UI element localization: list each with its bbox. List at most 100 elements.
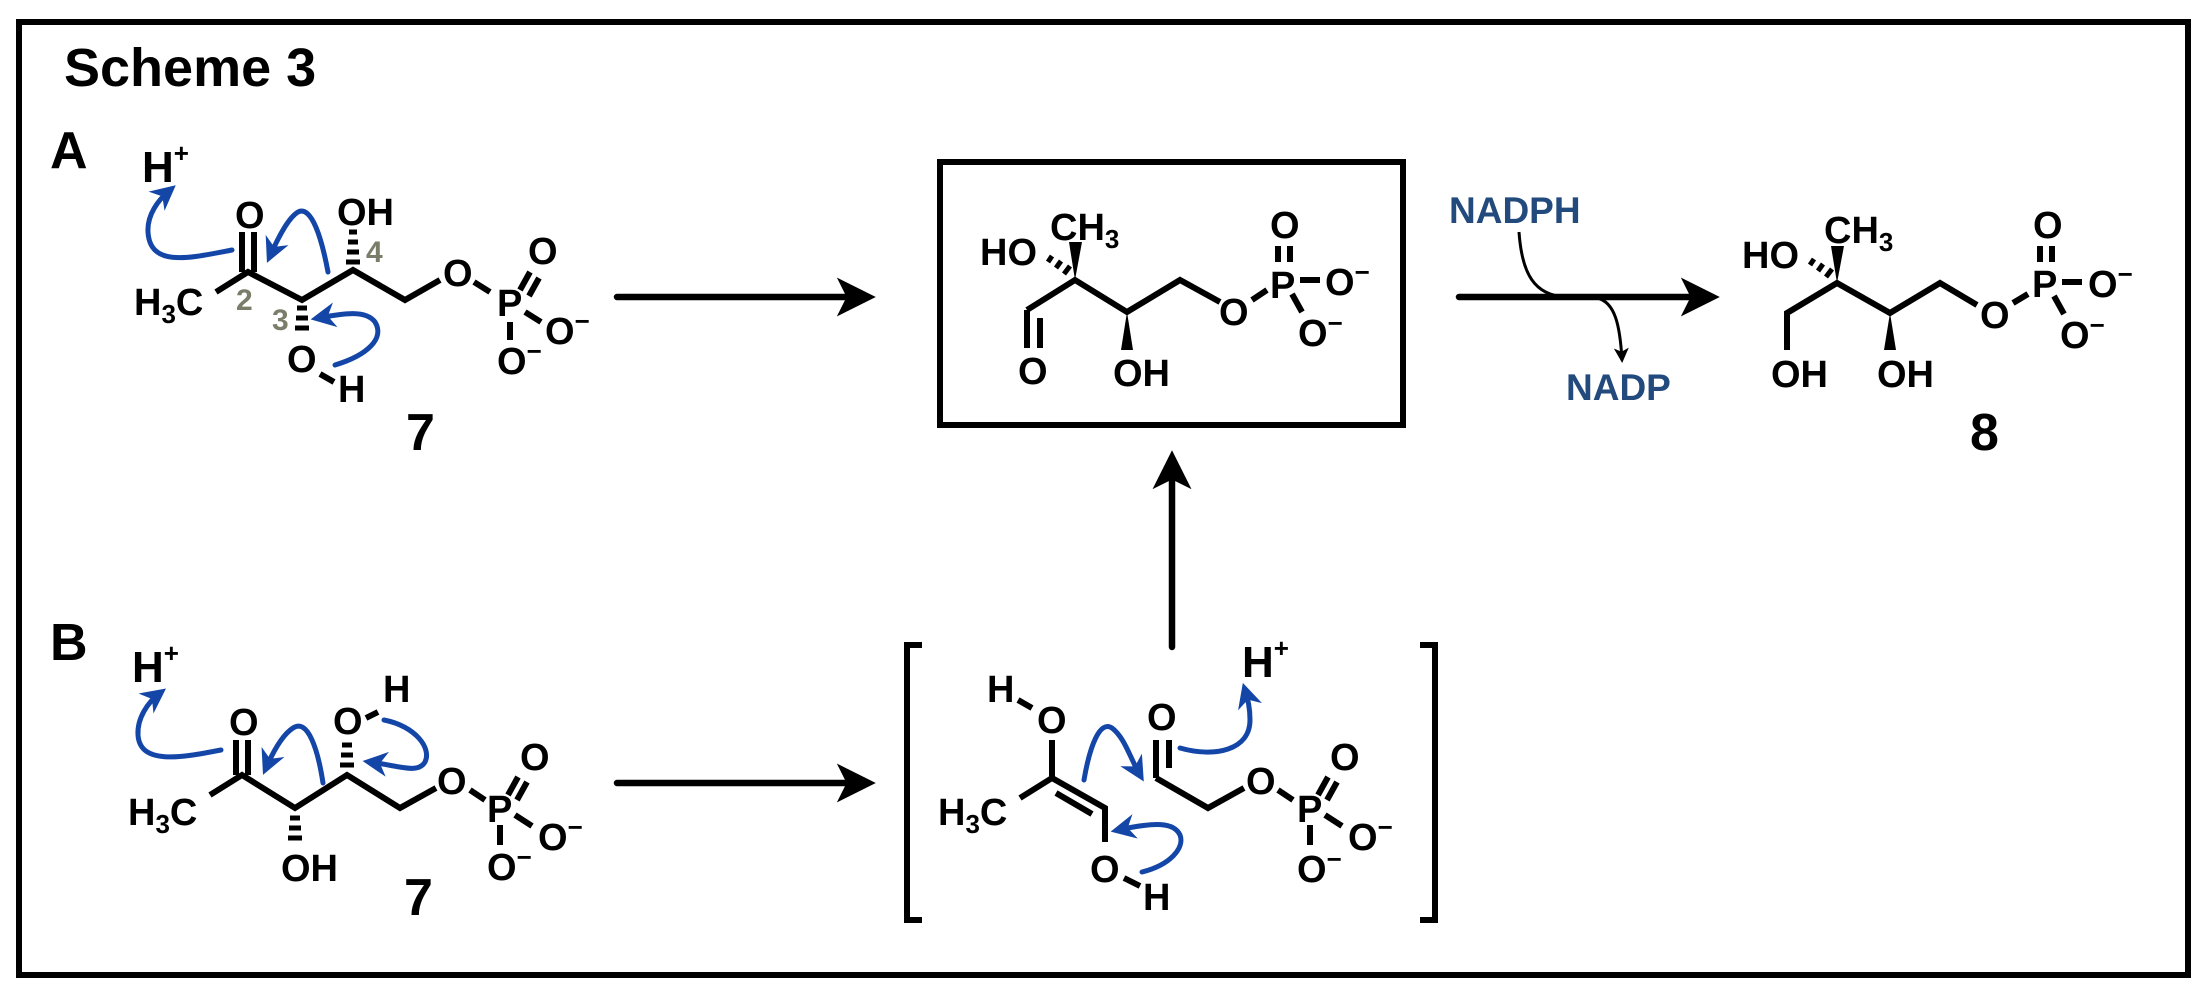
- phosphorus: P: [1297, 789, 1322, 831]
- c3-oxygen: O: [287, 339, 317, 381]
- c3-hashed-bond: [295, 305, 309, 331]
- right-bracket: [1420, 642, 1438, 923]
- hydroxyl-label: OH: [1877, 354, 1934, 396]
- proton: H+: [132, 638, 179, 692]
- glycolaldehyde-chain: [1154, 775, 1246, 812]
- phosphate-oxygen-anion: O−: [1325, 257, 1370, 304]
- aldehyde-double-bond: [1153, 740, 1172, 778]
- compound-7-panel-b: H+ H3C O OH O H O P O O− O− 7: [128, 638, 583, 927]
- phosphoryl-oxygen: O: [1330, 737, 1360, 779]
- ester-oxygen: O: [443, 253, 473, 295]
- panel-label-b: B: [50, 614, 88, 672]
- phosphoryl-oxygen: O: [520, 737, 550, 779]
- enol-oxygen: O: [1037, 700, 1067, 742]
- hashed-bond: [1807, 257, 1834, 279]
- phosphoryl-oxygen: O: [1270, 205, 1300, 247]
- curly-arrow-protonation: [135, 688, 224, 760]
- c4-hydroxyl: OH: [337, 192, 394, 234]
- phosphate-oxygen-anion: O−: [497, 336, 542, 383]
- compound-label-7: 7: [404, 869, 433, 927]
- carbon-chain: [1784, 279, 1979, 350]
- phosphorus: P: [497, 283, 522, 325]
- c4-hydroxyl-hydrogen: H: [383, 669, 410, 711]
- methyl-label: CH3: [1050, 207, 1119, 254]
- enediol-intermediate: H O H3C O H O O P O O− O− H+: [938, 633, 1393, 919]
- phosphate-oxygen-anion: O−: [2088, 259, 2133, 306]
- cofactor-in-curve: [1517, 231, 1566, 299]
- c4-oxygen: O: [333, 701, 363, 743]
- aldehyde-oxygen: O: [1018, 351, 1048, 393]
- methyl-label: CH3: [1824, 210, 1893, 257]
- c3-hashed-bond: [288, 815, 302, 841]
- carbon-number-3: 3: [272, 304, 289, 337]
- reagent-nadp: NADP: [1566, 367, 1671, 408]
- hydroxyl-label: OH: [1113, 353, 1170, 395]
- phosphoryl-oxygen: O: [2033, 205, 2063, 247]
- hydroxyl-label: HO: [1742, 235, 1799, 277]
- phosphate-oxygen-anion: O−: [1298, 308, 1343, 355]
- carbonyl-double-bond: [233, 740, 251, 775]
- curly-arrow-oh-to-enol: [1110, 814, 1184, 875]
- hydroxyl-wedge: [1884, 313, 1896, 350]
- phosphorus: P: [487, 789, 512, 831]
- curly-arrow-oh-to-c4: [362, 717, 429, 777]
- ester-oxygen: O: [1246, 761, 1276, 803]
- aldehyde-oxygen: O: [1147, 697, 1177, 739]
- carbon-chain: [214, 266, 442, 304]
- compound-label-7: 7: [406, 404, 435, 462]
- cofactor-out-curve: [1596, 296, 1629, 363]
- methyl-group: H3C: [938, 792, 1007, 839]
- curly-arrow-oh-to-c3: [310, 302, 381, 368]
- intermediate-box: [937, 159, 1406, 428]
- carbonyl-oxygen: O: [229, 702, 259, 744]
- enol-double-bond: [1054, 790, 1094, 817]
- phosphate-oxygen-anion: O−: [538, 812, 583, 859]
- hydroxyl-wedge: [1121, 312, 1133, 350]
- figure-frame: [16, 19, 2191, 978]
- carbonyl-double-bond: [239, 232, 257, 272]
- c3-hydroxyl: OH: [281, 848, 338, 890]
- phosphorus: P: [1270, 265, 1295, 307]
- phosphoryl-oxygen: O: [528, 231, 558, 273]
- methyl-wedge: [1069, 242, 1082, 280]
- c3-hydroxyl-hydrogen: H: [338, 369, 365, 411]
- curly-arrow-carbonyl-to-proton: [1177, 682, 1263, 755]
- compound-8: HO CH3 OH OH O P O O− O− 8: [1742, 205, 2133, 462]
- methyl-group: H3C: [134, 282, 203, 329]
- reagent-nadph: NADPH: [1449, 190, 1581, 231]
- left-bracket: [904, 642, 922, 923]
- carbon-chain: [1025, 276, 1222, 316]
- curly-arrow-to-carbonyl: [261, 723, 326, 786]
- ester-oxygen: O: [1980, 295, 2010, 337]
- compound-7-panel-a: H+ H3C O OH O H 2 3 4 O P O O− O− 7: [134, 138, 590, 462]
- scheme-title: Scheme 3: [64, 38, 316, 98]
- curly-arrow-protonation: [145, 185, 235, 261]
- ester-oxygen: O: [1219, 292, 1249, 334]
- panel-label-a: A: [50, 122, 88, 180]
- enol-oxygen-2: O: [1090, 849, 1120, 891]
- curly-arrow-enol-to-carbonyl: [1081, 724, 1144, 783]
- methyl-group: H3C: [128, 792, 197, 839]
- carbon-number-2: 2: [236, 284, 253, 317]
- proton: H+: [1242, 633, 1289, 687]
- c4-hashed-bond: [346, 229, 360, 265]
- proton: H+: [142, 138, 189, 192]
- phosphate-oxygen-anion: O−: [487, 842, 532, 889]
- phosphate-oxygen-anion: O−: [2060, 310, 2105, 357]
- enol-hydrogen-2: H: [1143, 877, 1170, 919]
- methyl-wedge: [1831, 246, 1844, 283]
- hydroxyl-label: OH: [1771, 354, 1828, 396]
- phosphate-oxygen-anion: O−: [1297, 844, 1342, 891]
- ester-oxygen: O: [437, 761, 467, 803]
- c4-hashed-bond: [340, 742, 354, 768]
- carbon-chain: [208, 771, 438, 812]
- enol-hydrogen: H: [987, 669, 1014, 711]
- carbonyl-oxygen: O: [235, 195, 265, 237]
- compound-label-8: 8: [1970, 404, 1999, 462]
- aldehyde-intermediate: HO CH3 O OH O P O O− O−: [980, 205, 1370, 395]
- aldehyde-double-bond: [1024, 310, 1043, 348]
- hashed-bond: [1045, 254, 1072, 276]
- phosphate-oxygen-anion: O−: [1348, 812, 1393, 859]
- curly-arrow-to-carbonyl: [265, 208, 331, 275]
